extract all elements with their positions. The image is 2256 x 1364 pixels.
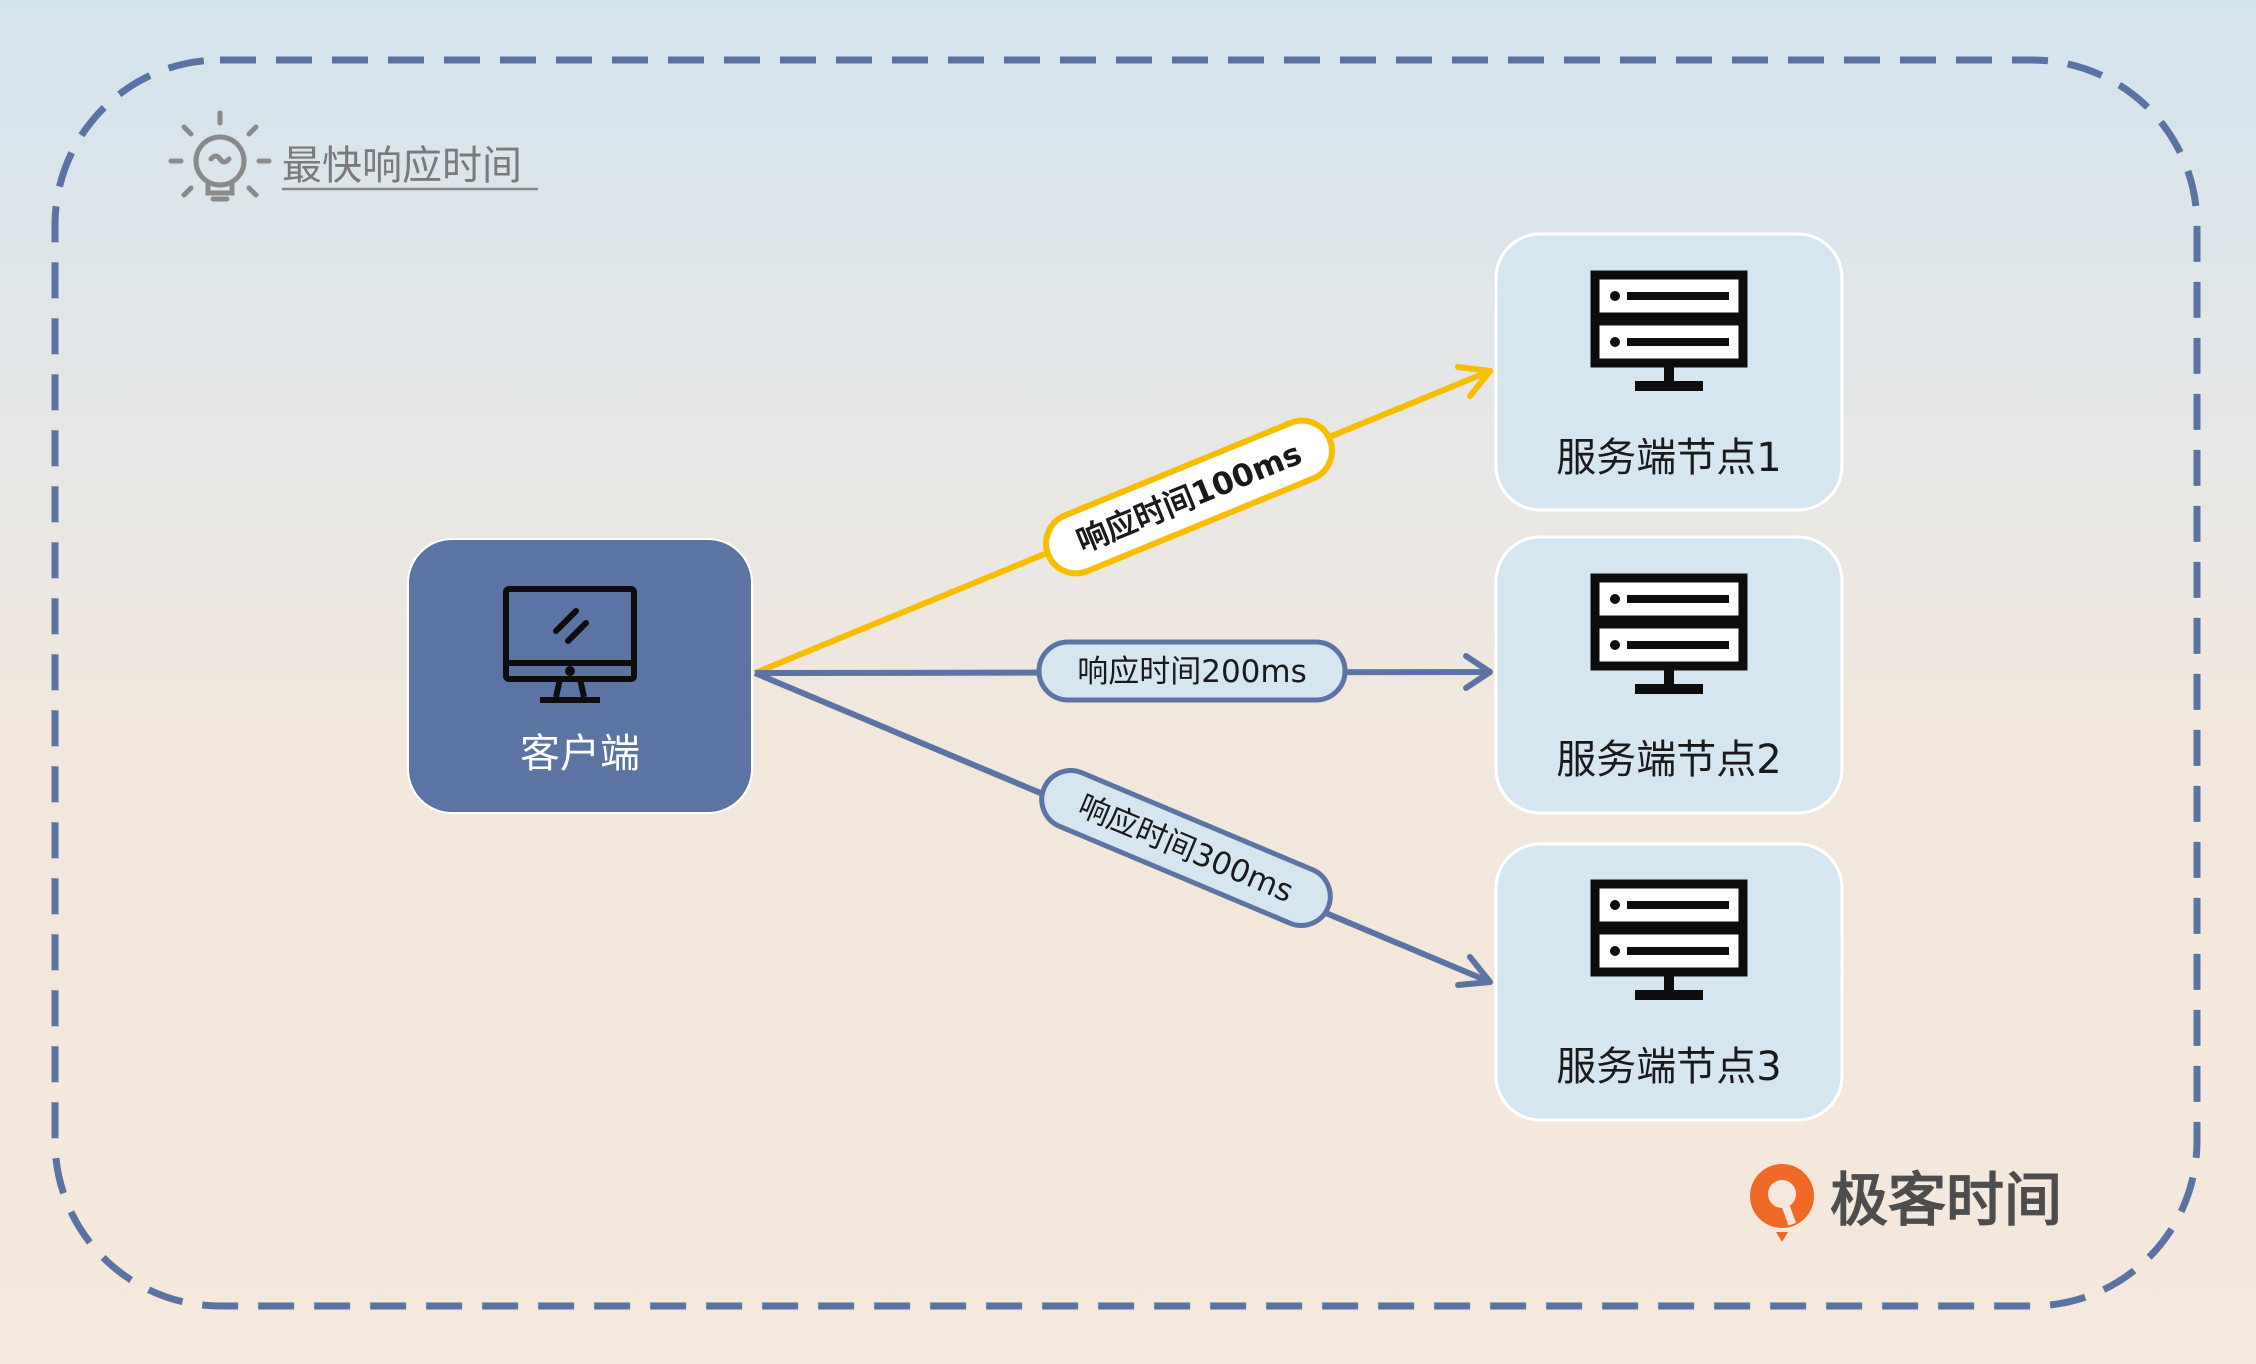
- connection-label-2: 响应时间200ms: [1036, 639, 1348, 703]
- title-group: 最快响应时间: [168, 110, 538, 202]
- server-icon: [1590, 270, 1748, 391]
- server-3-label: 服务端节点3: [1556, 1044, 1781, 1090]
- diagram-title: 最快响应时间: [282, 143, 522, 189]
- brand-logo: 极客时间: [1750, 1164, 2062, 1242]
- client-node: 客户端: [407, 538, 753, 814]
- client-label: 客户端: [520, 731, 640, 777]
- server-2-label: 服务端节点2: [1556, 737, 1781, 783]
- outer-dashed-frame: [51, 56, 2201, 1310]
- lightbulb-icon: [168, 110, 272, 202]
- geektime-logo-icon: [1750, 1164, 1814, 1242]
- monitor-icon: [503, 586, 637, 703]
- connection-label-1: 响应时间100ms: [1043, 417, 1335, 577]
- arrow-head-2: [1463, 653, 1493, 691]
- server-node-3: 服务端节点3: [1494, 842, 1844, 1122]
- server-icon: [1590, 879, 1748, 1000]
- server-node-1: 服务端节点1: [1494, 232, 1844, 512]
- connection-label-2-text: 响应时间200ms: [1077, 654, 1307, 690]
- server-1-label: 服务端节点1: [1556, 435, 1781, 481]
- arrow-head-1: [1455, 364, 1493, 399]
- connection-label-3: 响应时间300ms: [1039, 768, 1333, 928]
- brand-name: 极客时间: [1830, 1166, 2062, 1234]
- server-node-2: 服务端节点2: [1494, 535, 1844, 815]
- server-icon: [1590, 573, 1748, 694]
- arrow-head-3: [1455, 954, 1493, 988]
